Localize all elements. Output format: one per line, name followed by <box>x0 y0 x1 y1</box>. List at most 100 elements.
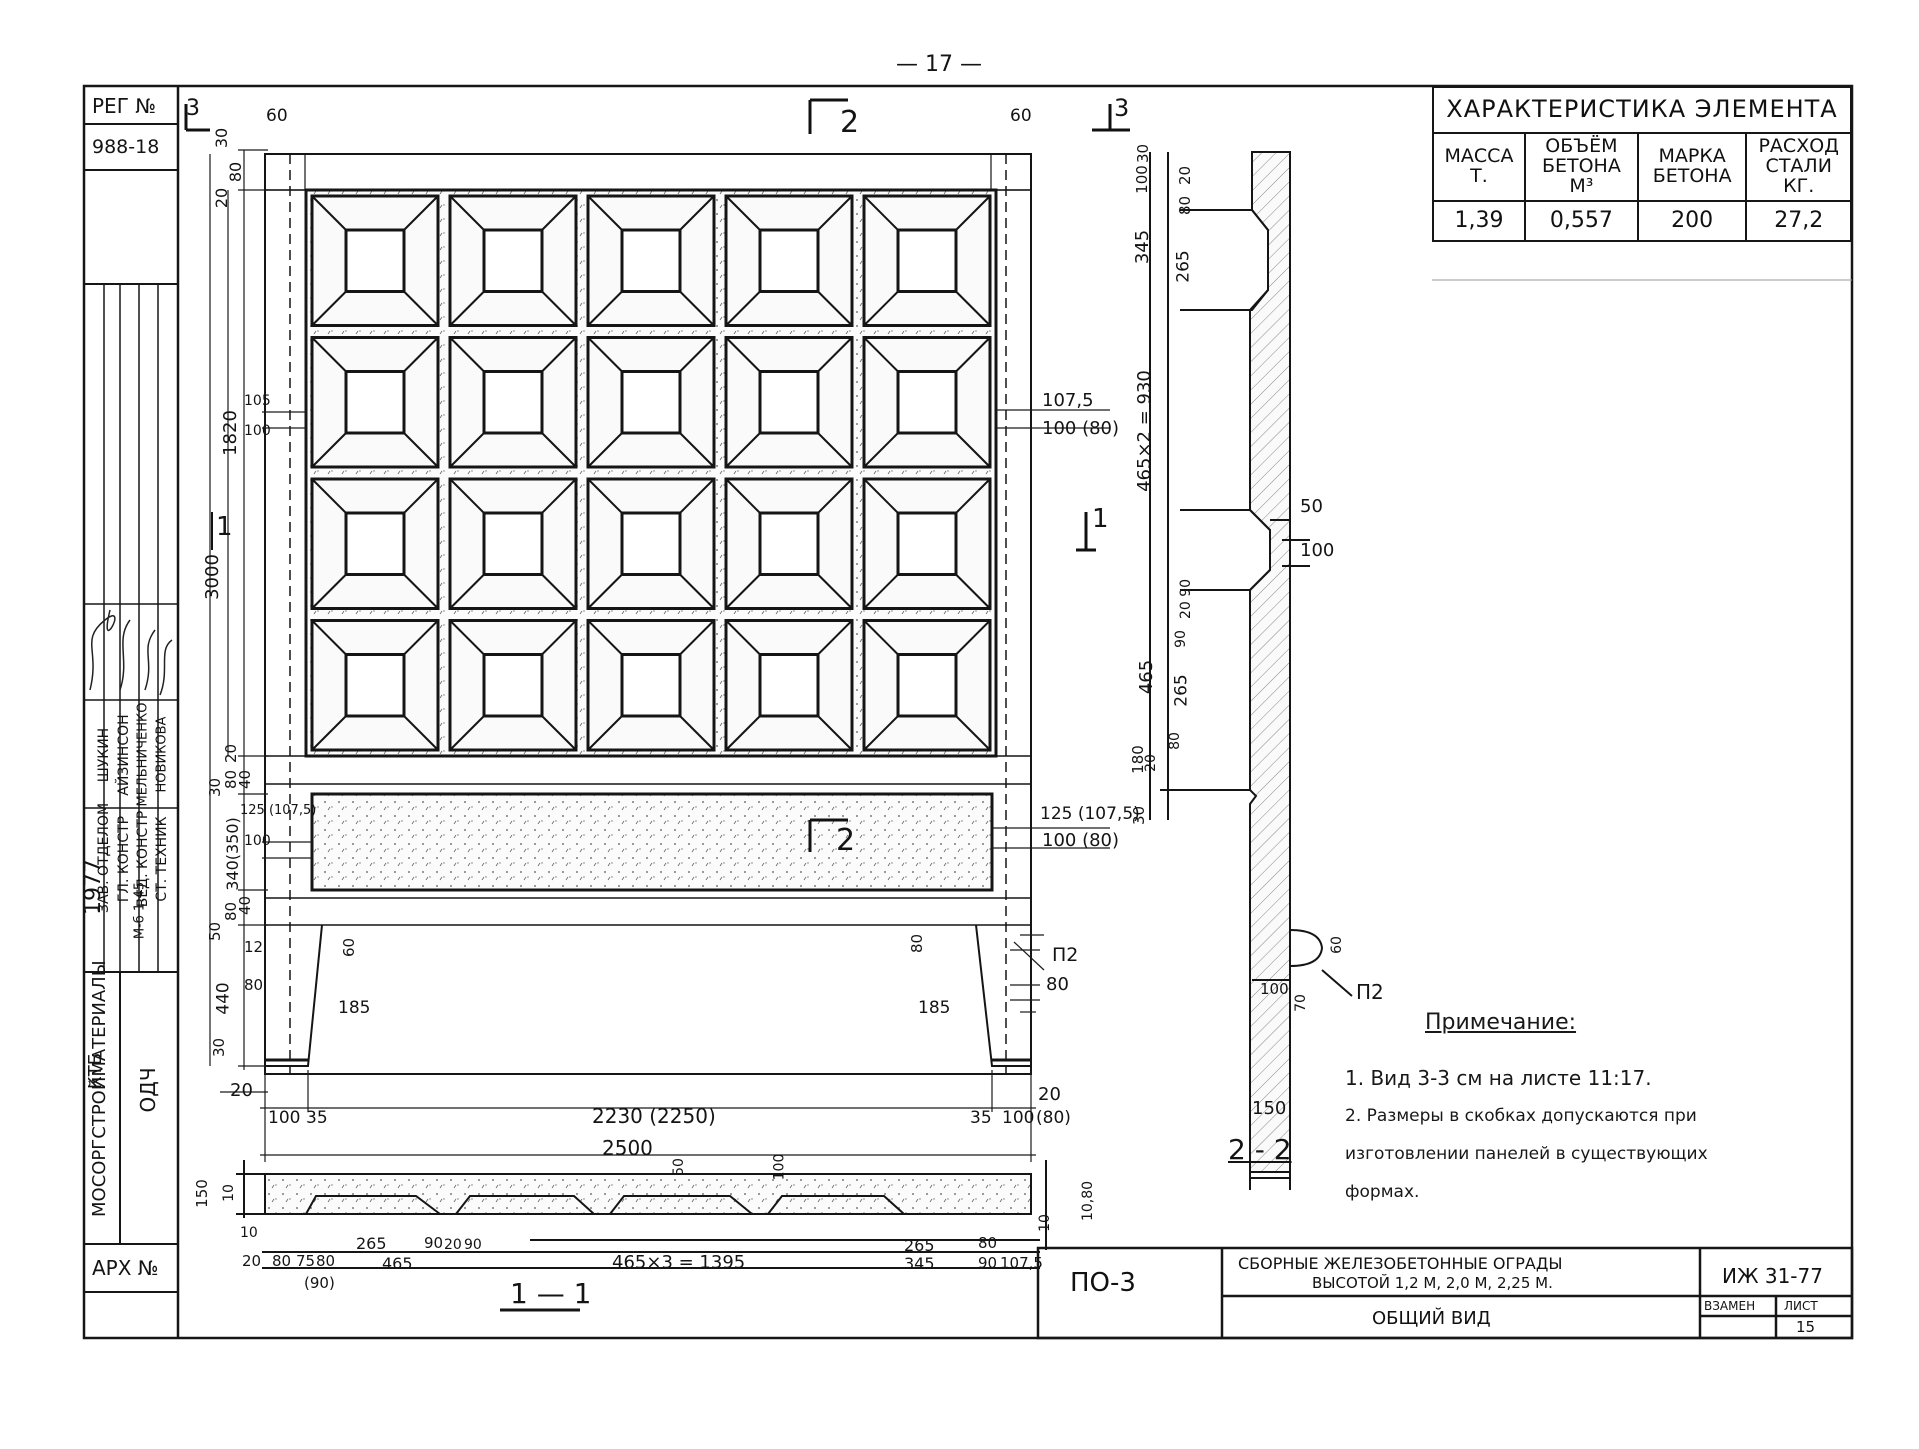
coffer-bevel <box>541 619 577 656</box>
coffer-inner <box>758 228 820 293</box>
coffer-bevel <box>541 573 577 610</box>
coffer-bevel <box>587 195 623 231</box>
coffer-bevel <box>541 195 577 231</box>
staff-name: МЕЛЬНИЧЕНКО <box>135 702 151 807</box>
coffer-bevel <box>311 478 347 514</box>
element-properties-table: ХАРАКТЕРИСТИКА ЭЛЕМЕНТА МАССА Т. ОБЪЁМ Б… <box>1432 86 1852 242</box>
dim-label: 150 <box>192 1179 211 1208</box>
coffer-bevel <box>679 619 715 656</box>
sheet-number: 15 <box>1796 1318 1816 1336</box>
dim-label: 3000 <box>201 554 223 600</box>
dim-label: 465×2 = 930 <box>1133 370 1155 492</box>
coffer-inner <box>620 228 682 293</box>
section-1-1-label: 1 — 1 <box>510 1277 592 1310</box>
coffer-bevel <box>863 432 899 468</box>
reg-label: РЕГ № <box>92 94 157 118</box>
section-mark-2-top: 2 <box>840 105 860 140</box>
dim-label: П2 <box>1356 980 1384 1004</box>
section-1-1 <box>236 1160 1047 1312</box>
series-code: ИЖ 31-77 <box>1722 1264 1823 1288</box>
staff-name: АЙЗИНСОН <box>116 714 132 796</box>
coffer-bevel <box>725 619 761 656</box>
staff-role: ЗАВ. ОТДЕЛОМ <box>96 802 112 913</box>
coffer-bevel <box>541 432 577 468</box>
coffer-bevel <box>403 432 439 468</box>
coffer-bevel <box>863 336 899 373</box>
dim-label: 20 <box>242 1252 262 1270</box>
signature-scribbles <box>89 609 173 696</box>
dim-label: 60 <box>1328 936 1345 954</box>
coffer-bevel <box>863 290 899 327</box>
staff-role: ВЕД. КОНСТР <box>135 810 151 908</box>
dim-label: (80) <box>1036 1108 1071 1128</box>
dim-label: 125 (107,5) <box>240 803 317 818</box>
dim-label: 40 <box>236 769 255 790</box>
note-item: изготовлении панелей в существующих <box>1345 1144 1708 1164</box>
coffer-bevel <box>587 715 623 751</box>
dim-label: 30 <box>1130 805 1149 826</box>
coffer-bevel <box>955 336 991 373</box>
coffer-bevel <box>679 573 715 610</box>
front-left-dimensions <box>209 149 312 1070</box>
staff-name: НОВИКОВА <box>154 716 170 793</box>
section-cut-marks <box>184 98 1130 852</box>
coffer-bevel <box>403 290 439 327</box>
dim-label: 440 <box>213 982 234 1015</box>
dim-label: 80 <box>1166 732 1183 750</box>
dim-label: 345 <box>1132 229 1154 265</box>
coffer-inner <box>758 511 820 576</box>
section-mark-1-right: 1 <box>1092 504 1109 534</box>
coffer-bevel <box>449 290 485 327</box>
coffer-bevel <box>725 432 761 468</box>
coffer-bevel <box>311 290 347 327</box>
coffer-bevel <box>403 715 439 751</box>
dim-label: 100 <box>1132 165 1151 194</box>
coffer-bevel <box>311 432 347 468</box>
section-mark-3-left: 3 <box>186 96 200 121</box>
coffer-bevel <box>817 432 853 468</box>
coffer-inner <box>344 511 406 576</box>
coffer-bevel <box>679 195 715 231</box>
dim-label: 185 <box>338 998 371 1018</box>
dim-label: 100 <box>268 1108 301 1128</box>
dim-label: 30 <box>210 1037 229 1058</box>
reg-value: 988-18 <box>92 136 160 158</box>
coffer-bevel <box>587 290 623 327</box>
coffer-inner <box>344 228 406 293</box>
coffer-bevel <box>403 573 439 610</box>
coffer-bevel <box>311 336 347 373</box>
coffer-bevel <box>679 478 715 514</box>
dim-label: 100 <box>1002 1108 1035 1128</box>
coffer-bevel <box>955 619 991 656</box>
title-block-frame <box>1036 1246 1854 1340</box>
coffer-inner <box>482 511 544 576</box>
odch-label: ОДЧ <box>136 1067 160 1113</box>
dim-label: 60 <box>340 937 359 958</box>
coffer-bevel <box>541 478 577 514</box>
dim-label: 50 <box>1300 496 1323 517</box>
sheet-label: ЛИСТ <box>1784 1299 1818 1313</box>
dim-label: 265 <box>904 1236 935 1255</box>
dim-label: 10 <box>220 1184 237 1202</box>
dim-label: 90 <box>424 1234 444 1252</box>
grade-value: 200 <box>1636 200 1748 242</box>
dim-label: 100 <box>244 833 271 849</box>
coffer-bevel <box>817 478 853 514</box>
coffer-bevel <box>449 336 485 373</box>
staff-role: ГЛ. КОНСТР <box>116 815 132 903</box>
coffer-bevel <box>725 573 761 610</box>
section-mark-1-left: 1 <box>216 512 233 542</box>
coffer-bevel <box>311 619 347 656</box>
dim-label: 465 <box>1136 659 1158 695</box>
coffer-bevel <box>449 573 485 610</box>
coffer-bevel <box>955 290 991 327</box>
note-item: 2. Размеры в скобках допускаются при <box>1345 1106 1697 1126</box>
dim-label: 100 <box>1300 540 1335 561</box>
col-grade-label: МАРКА БЕТОНА <box>1636 132 1748 202</box>
dim-label: 180 <box>1128 745 1147 774</box>
col-mass-label: МАССА Т. <box>1432 132 1526 202</box>
front-right-dimensions <box>992 409 1110 1013</box>
coffer-bevel <box>403 195 439 231</box>
org-sub: КТБ <box>85 1052 106 1090</box>
coffer-bevel <box>403 478 439 514</box>
